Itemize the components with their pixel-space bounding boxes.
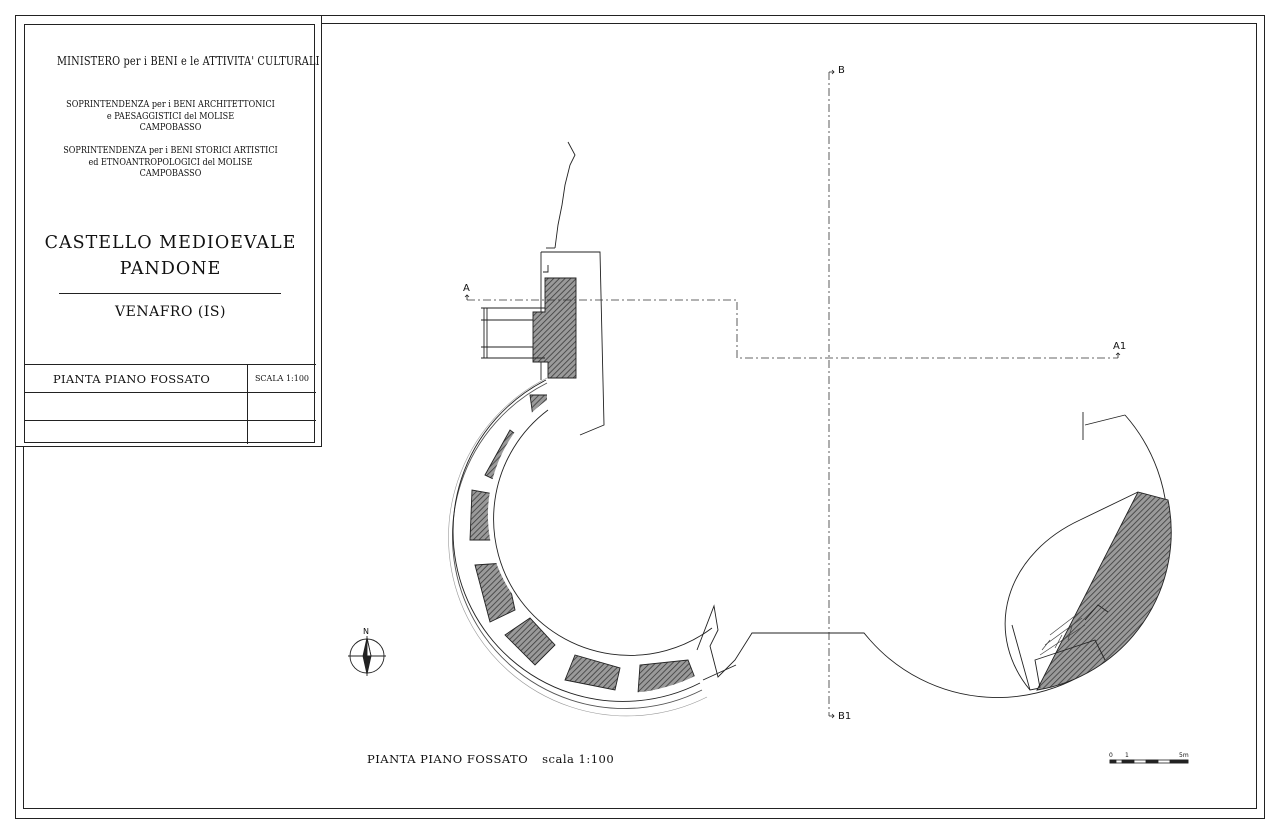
castle-title-line-2: PANDONE [119, 259, 222, 279]
ring-wall-piers [469, 394, 698, 693]
title-divider [59, 293, 281, 294]
section-label-a1: A1 [1113, 341, 1127, 352]
left-tower [448, 377, 871, 717]
castle-title: CASTELLO MEDIOEVALE PANDONE [25, 230, 316, 282]
section-arrows [464, 69, 1121, 719]
table-column-divider [247, 364, 248, 444]
sheet-title-cell: PIANTA PIANO FOSSATO [53, 372, 211, 386]
caption-title: PIANTA PIANO FOSSATO [367, 752, 529, 766]
scale-bar-label-0: 0 [1109, 752, 1113, 759]
ministry-heading: MINISTERO per i BENI e le ATTIVITA' CULT… [57, 53, 320, 68]
sheet-info-table: PIANTA PIANO FOSSATO SCALA 1:100 [25, 364, 316, 444]
table-line [25, 392, 316, 393]
sop1-line-1: SOPRINTENDENZA per i BENI ARCHITETTONICI [66, 99, 275, 110]
title-block: MINISTERO per i BENI e le ATTIVITA' CULT… [15, 15, 322, 447]
section-label-b: B [838, 65, 845, 76]
table-line [25, 420, 316, 421]
sop2-line-2: ed ETNOANTROPOLOGICI del MOLISE [88, 156, 253, 168]
sheet-scale-cell: SCALA 1:100 [254, 374, 310, 383]
soprintendenza-storici: SOPRINTENDENZA per i BENI STORICI ARTIST… [47, 145, 294, 180]
sop1-line-3: CAMPOBASSO [139, 122, 202, 133]
sop1-line-2: e PAESAGGISTICI del MOLISE [106, 110, 235, 122]
north-arrow-icon [348, 636, 386, 676]
sop2-line-3: CAMPOBASSO [139, 168, 202, 179]
right-tower-stairs [1039, 611, 1086, 656]
location-label: VENAFRO (IS) [115, 304, 226, 320]
castle-title-line-1: CASTELLO MEDIOEVALE [44, 233, 297, 253]
scale-bar [1109, 759, 1189, 764]
soprintendenza-architettonici: SOPRINTENDENZA per i BENI ARCHITETTONICI… [47, 99, 294, 134]
table-line [25, 364, 316, 365]
section-label-a: A [463, 283, 470, 294]
tower-entrance-block [481, 141, 605, 436]
drawing-caption: PIANTA PIANO FOSSATO scala 1:100 [367, 752, 614, 766]
right-tower [869, 412, 1172, 698]
caption-scale: scala 1:100 [542, 752, 615, 766]
title-block-inner: MINISTERO per i BENI e le ATTIVITA' CULT… [24, 24, 320, 444]
scale-bar-label-1: 1 [1125, 752, 1129, 759]
scale-bar-label-5m: 5m [1179, 752, 1189, 759]
section-label-b1: B1 [838, 711, 852, 722]
section-line-a [467, 299, 1118, 359]
north-label: N [363, 627, 369, 636]
sop2-line-1: SOPRINTENDENZA per i BENI STORICI ARTIST… [63, 145, 278, 156]
